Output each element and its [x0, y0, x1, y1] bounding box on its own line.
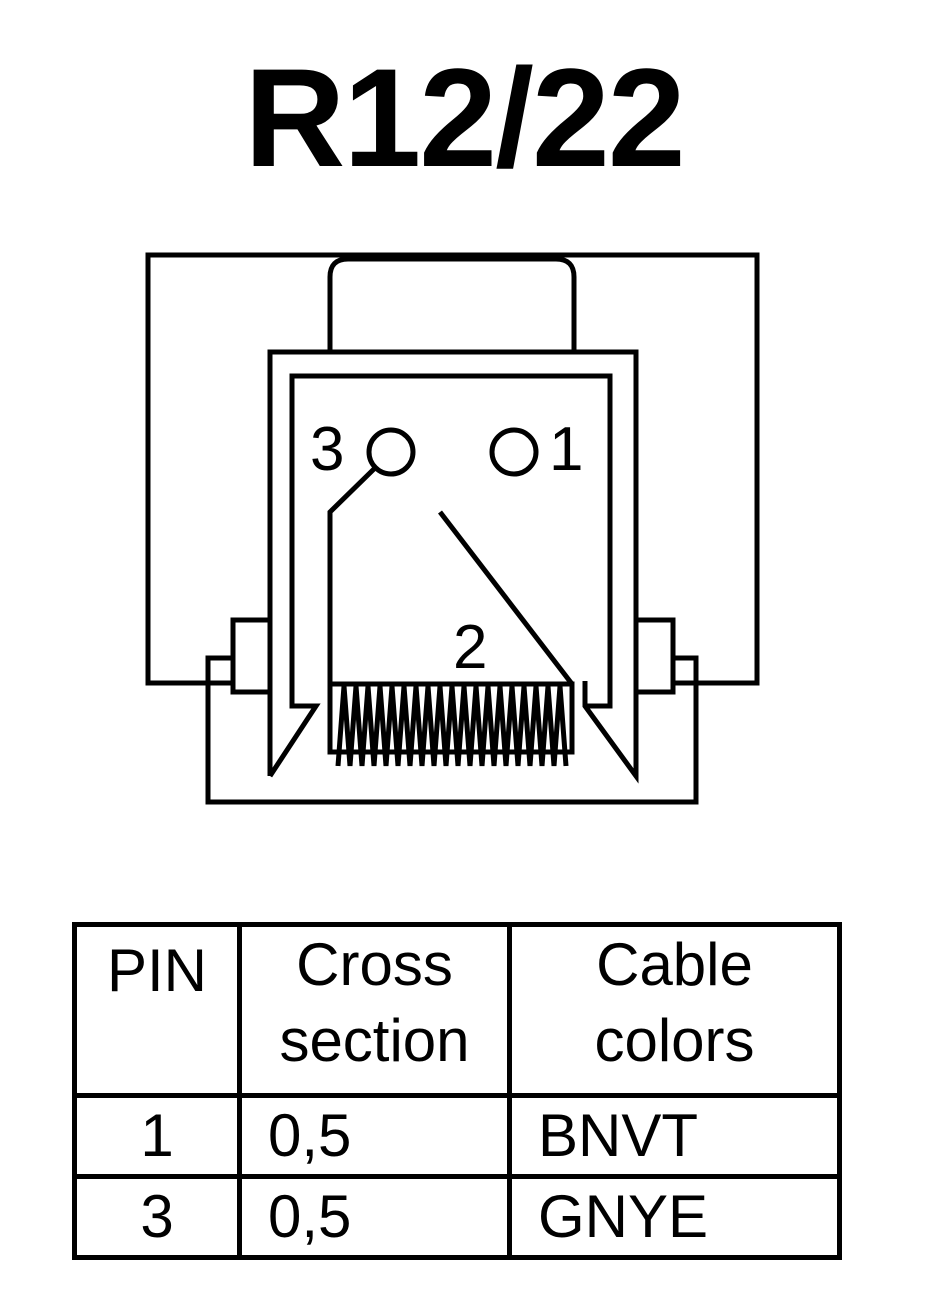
- row-cable-color: GNYE: [507, 1174, 842, 1260]
- connector-housing: [145, 252, 760, 686]
- table-row: 3 0,5 GNYE: [72, 1174, 842, 1260]
- header-cross-section: Cross section: [237, 922, 512, 1098]
- table-header-row: PIN Cross section Cable colors: [72, 922, 842, 1098]
- insert-inner: [267, 373, 613, 778]
- row-cross-section: 0,5: [237, 1174, 512, 1260]
- right-latch: [633, 617, 676, 695]
- pin-2-wire: [438, 510, 574, 686]
- header-cable-colors: Cable colors: [507, 922, 842, 1098]
- pin-3-wire: [327, 466, 377, 684]
- header-pin: PIN: [72, 922, 242, 1098]
- header-cross-section-line1: Cross: [296, 931, 453, 998]
- row-cross-section: 0,5: [237, 1093, 512, 1179]
- header-cable-colors-line1: Cable: [596, 931, 753, 998]
- table-row: 1 0,5 BNVT: [72, 1093, 842, 1179]
- pin-3-label: 3: [310, 415, 344, 484]
- row-pin: 3: [72, 1174, 242, 1260]
- pin-1-contact: [489, 427, 539, 477]
- pin-3-contact: [366, 427, 416, 477]
- pin-2-label: 2: [453, 613, 487, 682]
- pin-table: PIN Cross section Cable colors 1 0,5 BNV…: [72, 922, 842, 1260]
- connector-base: [205, 655, 699, 805]
- spring-coil: [335, 685, 569, 767]
- insert-outer: [267, 349, 639, 784]
- pin-1-label: 1: [549, 415, 583, 484]
- row-cable-color: BNVT: [507, 1093, 842, 1179]
- diagram-title: R12/22: [244, 39, 685, 196]
- header-cable-colors-line2: colors: [594, 1007, 755, 1074]
- connector-top-tab: [327, 256, 577, 352]
- row-pin: 1: [72, 1093, 242, 1179]
- connector-diagram: 3 1 2: [145, 252, 760, 805]
- spring-box: [327, 681, 575, 755]
- left-latch: [230, 617, 273, 695]
- header-cross-section-line2: section: [279, 1007, 470, 1074]
